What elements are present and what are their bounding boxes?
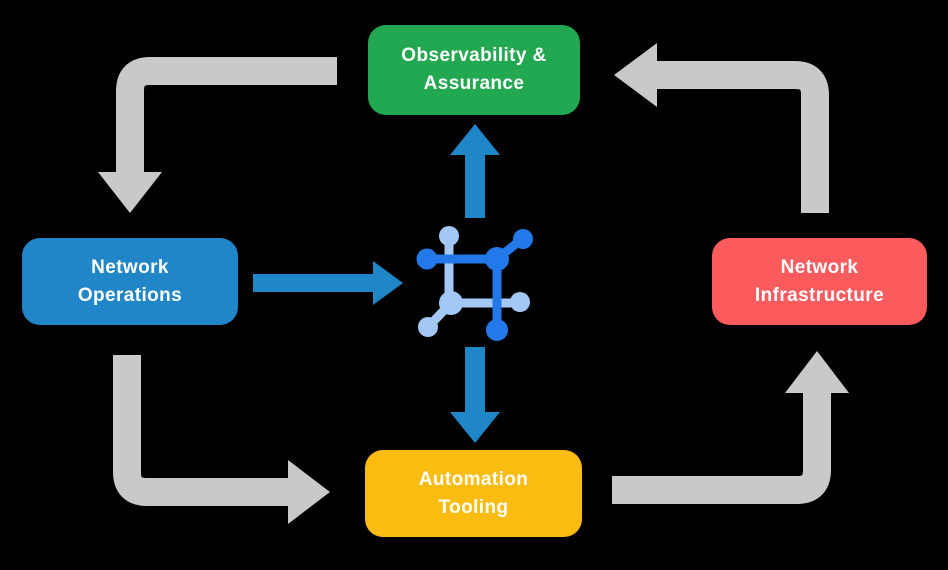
arrow-operations-to-automation-head [288,460,330,524]
gray-arrow-heads [98,43,849,524]
arrow-automation-to-infrastructure-shaft [612,393,831,504]
arrow-infrastructure-to-observability-head [614,43,657,107]
node-network-operations: Network Operations [22,238,238,325]
arrow-observability-to-operations-head [98,172,162,213]
node-infrastructure-line2: Infrastructure [754,284,885,306]
icon-right-dot [510,292,530,312]
icon-top-right-dot [513,229,533,249]
node-automation-line2: Tooling [438,496,509,518]
arrow-infrastructure-to-observability-shaft [657,61,829,213]
node-infrastructure-line1: Network [780,256,859,278]
icon-dark-dots [416,229,533,341]
icon-bottom-left-dot [418,317,438,337]
icon-bottom-left-node [439,291,463,315]
icon-top-dot [439,226,459,246]
node-automation-line1: Automation [418,468,529,490]
node-observability-assurance: Observability & Assurance [368,25,580,115]
node-observability-line1: Observability & [401,45,547,66]
arrow-automation-to-infrastructure-head [785,351,849,393]
gray-arrow-shafts [113,57,831,506]
arrow-icon-to-observability-head [450,124,500,155]
arrow-operations-to-automation-shaft [113,355,288,506]
icon-light-dots [418,226,530,337]
icon-bottom-dot [486,319,508,341]
node-automation-tooling: Automation Tooling [365,450,582,537]
arrow-icon-to-automation-head [450,412,500,443]
node-observability-line2: Assurance [423,73,525,94]
node-operations-line2: Operations [77,284,183,306]
node-operations-line1: Network [91,256,169,278]
icon-top-right-node [485,247,509,271]
arrow-observability-to-operations-shaft [116,57,337,173]
blue-arrow-shafts [253,154,485,413]
node-network-infrastructure: Network Infrastructure [712,238,927,325]
network-mesh-icon [416,226,533,341]
arrow-operations-to-icon-head [373,261,403,305]
icon-left-dot [416,248,438,270]
blue-arrow-heads [373,124,500,443]
